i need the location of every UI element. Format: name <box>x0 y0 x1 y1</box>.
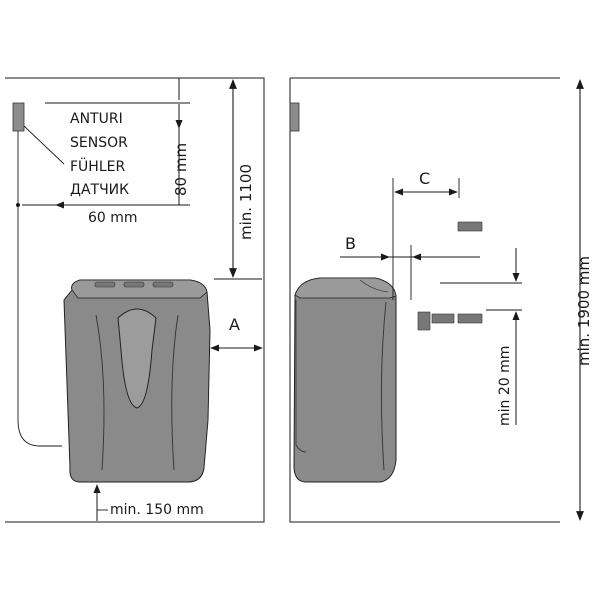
sensor-label-en: SENSOR <box>70 135 128 151</box>
dim-80mm-label: 80 mm <box>172 143 190 196</box>
wall-protection-block-3 <box>457 313 483 324</box>
wall-protection-block-2 <box>431 313 455 324</box>
stove-front-view <box>63 279 211 483</box>
dim-floor-label: min. 150 mm <box>110 502 204 518</box>
right-view: C B min 20 mm min. 1900 mm <box>289 77 593 523</box>
dim-gap-label: min 20 mm <box>497 346 513 426</box>
dim-1100-label: min. 1100 <box>237 164 255 240</box>
left-view: 80 mm 60 mm ANTURI SENSOR FÜHLER ДАТЧИК … <box>5 77 265 523</box>
dim-1900-label: min. 1900 mm <box>575 256 593 366</box>
sensor-leader-line <box>23 125 65 165</box>
sensor-label-de: FÜHLER <box>70 157 125 175</box>
wall-protection-upper <box>457 221 483 232</box>
temperature-sensor <box>12 102 25 132</box>
side-sensor <box>289 102 300 132</box>
sensor-cable <box>17 131 62 447</box>
sensor-label-fi: ANTURI <box>70 111 123 127</box>
wall-protection-block-1 <box>417 311 431 331</box>
stove-front-emblem <box>117 308 157 409</box>
dim-60mm-label: 60 mm <box>88 210 138 226</box>
left-wall-outline <box>5 77 265 523</box>
stove-side-view <box>293 277 397 483</box>
sensor-label-ru: ДАТЧИК <box>70 182 129 198</box>
dim-a-label: A <box>229 315 240 334</box>
dim-c-label: C <box>419 169 430 188</box>
right-wall-outline-2 <box>289 78 560 523</box>
dim-b-label: B <box>345 234 356 253</box>
sensor-point <box>16 203 20 207</box>
